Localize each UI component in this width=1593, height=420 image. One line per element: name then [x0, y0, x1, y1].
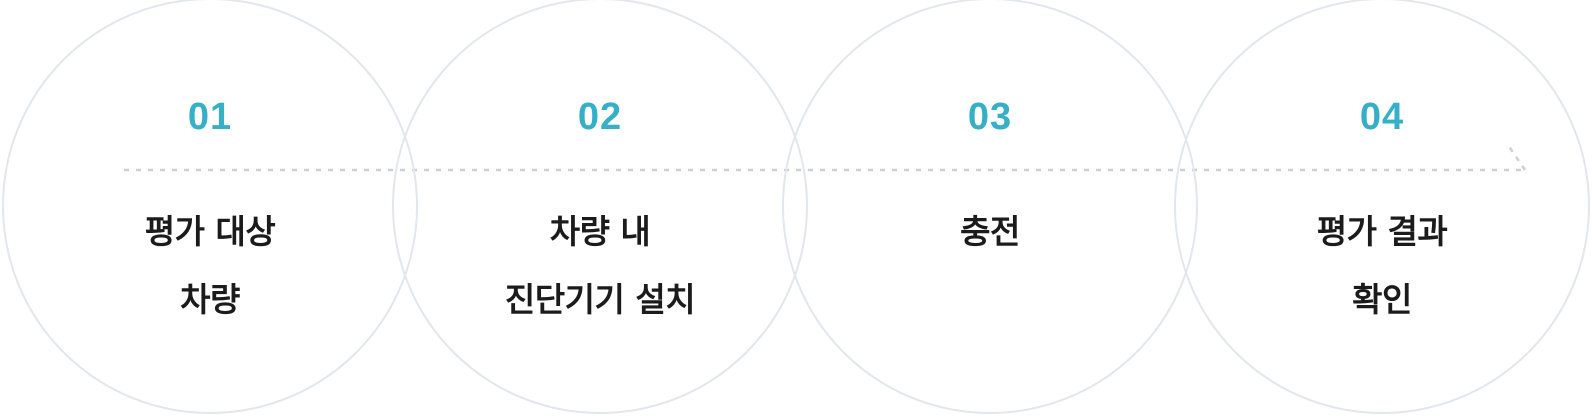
step-label-4: 평가 결과 확인	[1174, 198, 1590, 334]
step-label-4-line-1: 평가 결과	[1316, 212, 1448, 251]
step-number-1: 01	[187, 96, 233, 138]
step-label-1: 평가 대상 차량	[2, 198, 418, 334]
step-label-3-line-1: 충전	[960, 212, 1020, 251]
step-label-2-line-2: 진단기기 설치	[504, 280, 696, 319]
step-number-4: 04	[1359, 96, 1405, 138]
step-label-1-line-2: 차량	[180, 280, 240, 319]
step-number-3: 03	[967, 96, 1013, 138]
step-label-4-line-2: 확인	[1352, 280, 1412, 319]
step-label-2: 차량 내 진단기기 설치	[392, 198, 808, 334]
step-label-3: 충전	[782, 198, 1198, 266]
step-label-2-line-1: 차량 내	[549, 212, 651, 251]
step-number-2: 02	[577, 96, 623, 138]
step-circle-4	[1174, 0, 1590, 414]
step-label-1-line-1: 평가 대상	[144, 212, 276, 251]
